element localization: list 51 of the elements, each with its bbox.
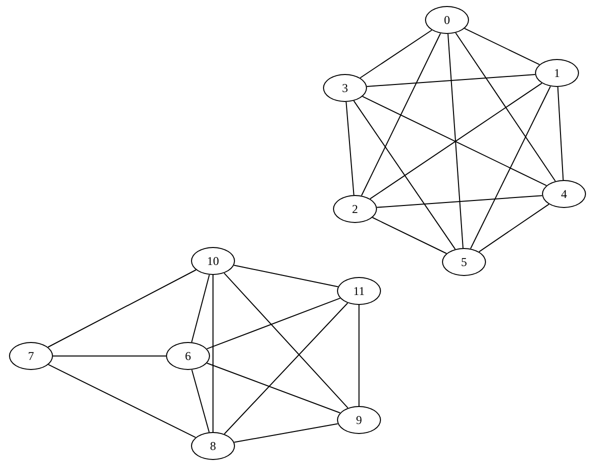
edge-line bbox=[191, 369, 210, 433]
graph-node bbox=[191, 432, 235, 460]
edge-line bbox=[346, 101, 354, 196]
edge-line bbox=[372, 217, 448, 254]
edge-line bbox=[557, 86, 564, 180]
node-label: 7 bbox=[28, 350, 34, 362]
edge-line bbox=[48, 269, 196, 348]
edge-line bbox=[212, 274, 214, 432]
edge-line bbox=[360, 30, 432, 78]
node-label: 10 bbox=[207, 255, 219, 267]
edge-line bbox=[478, 204, 550, 252]
node-label: 6 bbox=[185, 350, 191, 362]
graph-node bbox=[9, 342, 53, 370]
edge-line bbox=[358, 304, 360, 406]
edge-line bbox=[191, 274, 210, 343]
node-label: 0 bbox=[444, 14, 450, 26]
edge-line bbox=[224, 272, 348, 408]
edge-line bbox=[362, 96, 547, 186]
graph-node bbox=[442, 248, 486, 276]
edge-line bbox=[48, 364, 196, 438]
graph-node bbox=[337, 406, 381, 434]
edge-line bbox=[447, 33, 464, 249]
edge-line bbox=[464, 28, 540, 66]
graph-node bbox=[166, 342, 210, 370]
graph-node bbox=[337, 277, 381, 305]
edge-line bbox=[206, 298, 341, 350]
edge-line bbox=[455, 32, 556, 182]
graph-node bbox=[333, 195, 377, 223]
node-label: 3 bbox=[342, 82, 348, 94]
node-label: 9 bbox=[356, 414, 362, 426]
node-label: 8 bbox=[210, 440, 216, 452]
edge-line bbox=[376, 195, 543, 208]
edge-line bbox=[366, 74, 536, 87]
graph-node bbox=[323, 74, 367, 102]
edge-line bbox=[370, 82, 542, 200]
edge-line bbox=[233, 264, 339, 288]
graph-node bbox=[542, 180, 586, 208]
node-label: 5 bbox=[461, 256, 467, 268]
graph-node bbox=[425, 6, 469, 34]
edge-line bbox=[361, 32, 441, 196]
edge-line bbox=[224, 302, 348, 434]
edge-line bbox=[353, 100, 456, 250]
edge-line bbox=[234, 423, 338, 443]
node-label: 11 bbox=[353, 285, 365, 297]
graph-node bbox=[191, 247, 235, 275]
graph-node bbox=[535, 59, 579, 87]
edge-line bbox=[470, 86, 551, 250]
node-label: 1 bbox=[554, 67, 560, 79]
node-label: 2 bbox=[352, 203, 358, 215]
node-label: 4 bbox=[561, 188, 567, 200]
edge-line bbox=[206, 362, 341, 414]
